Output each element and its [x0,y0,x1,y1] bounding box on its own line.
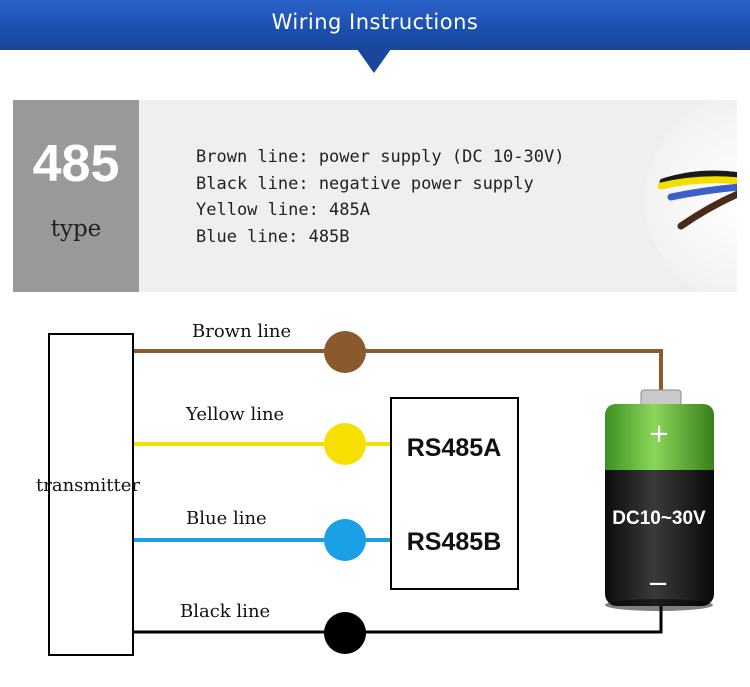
description-line-blue: Blue line: 485B [196,226,350,247]
brown-connection-dot [324,331,366,373]
cable-wire-black [659,170,737,186]
brown-line-label: Brown line [192,321,291,342]
battery-icon [605,389,714,611]
black-line-label: Black line [180,601,270,622]
wire-description-list: Brown line: power supply (DC 10-30V) Bla… [196,144,564,250]
battery-voltage-label: DC10~30V [612,508,706,529]
rs485a-label: RS485A [407,434,502,462]
transmitter-box [48,333,134,656]
yellow-connection-dot [324,423,366,465]
rs485-module [390,397,519,590]
description-line-black: Black line: negative power supply [196,173,534,194]
description-line-yellow: Yellow line: 485A [196,200,370,220]
brown-wire [134,349,663,400]
battery-plus: + [648,419,670,449]
rs485b-label: RS485B [407,528,502,556]
description-line-brown: Brown line: power supply (DC 10-30V) [196,147,565,167]
cable-illustration [657,170,737,230]
type-number: 485 [32,135,120,193]
transmitter-label: transmitter [36,475,140,496]
cable-photo [645,100,737,292]
blue-line-label: Blue line [186,508,267,529]
yellow-line-label: Yellow line [185,404,284,425]
type-badge: 485 type [13,100,139,292]
blue-connection-dot [324,519,366,561]
cable-wire-yellow [657,176,737,190]
type-word: type [50,216,102,242]
black-connection-dot [324,612,366,654]
cable-wire-blue [667,183,737,201]
cable-wire-brown [677,190,737,230]
battery-minus: − [647,569,669,599]
header-banner: Wiring Instructions [0,0,750,50]
type-panel: 485 type Brown line: power supply (DC 10… [13,100,737,292]
banner-pointer [357,49,391,73]
page-title: Wiring Instructions [271,10,479,34]
